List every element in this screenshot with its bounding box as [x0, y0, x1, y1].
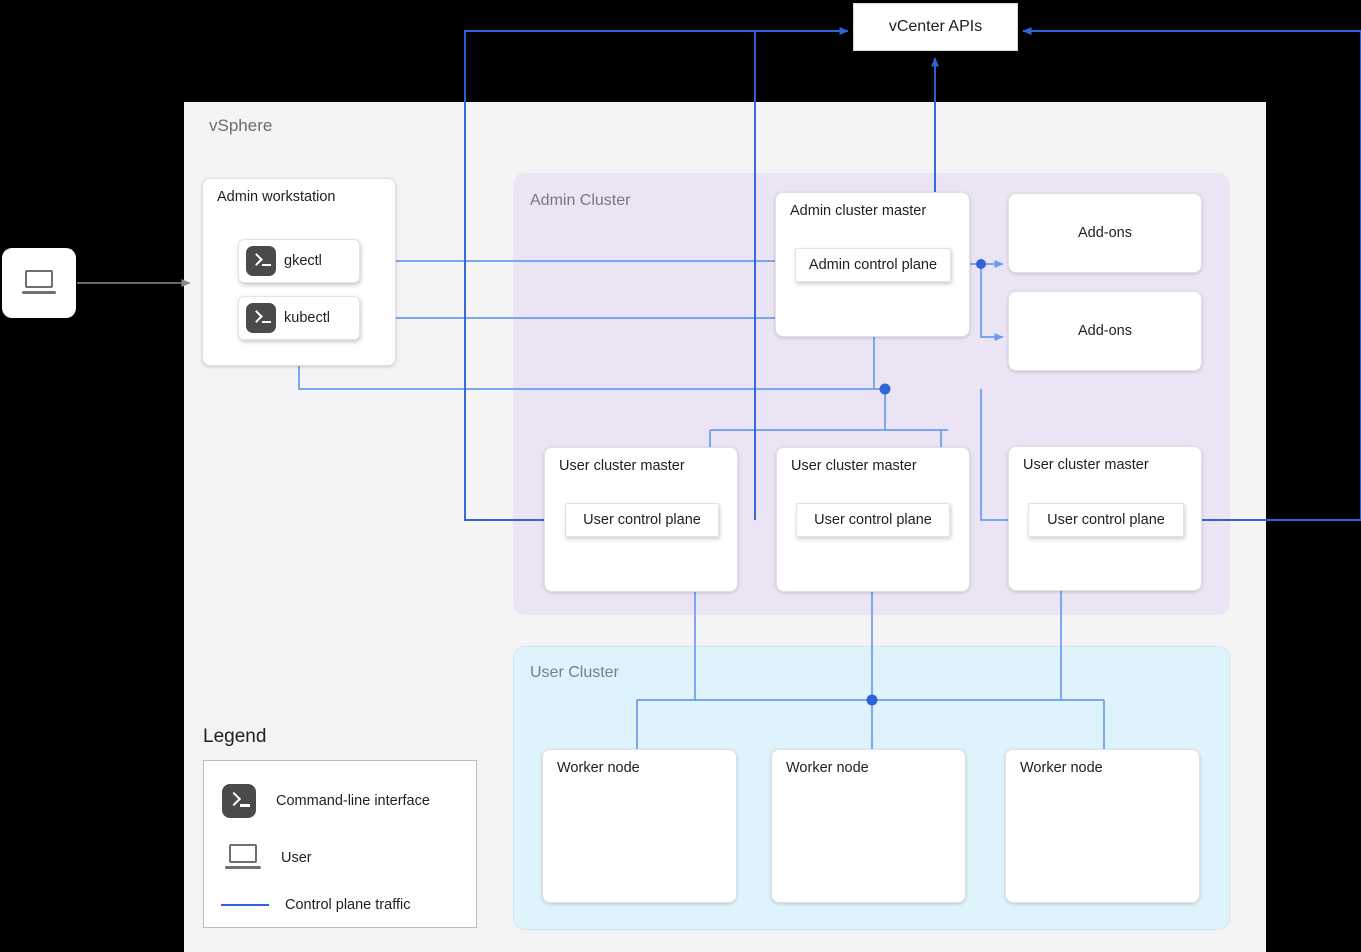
user-control-plane-box-1[interactable]: User control plane [565, 503, 719, 537]
user-icon-box[interactable] [2, 248, 76, 318]
laptop-screen [25, 270, 53, 288]
user-control-plane-label-2: User control plane [814, 512, 932, 528]
user-cluster-master-title-1: User cluster master [559, 458, 685, 474]
cli-kubectl[interactable]: kubectl [238, 296, 360, 340]
legend-label-traffic: Control plane traffic [285, 897, 411, 913]
vcenter-apis-box[interactable]: vCenter APIs [853, 3, 1018, 51]
user-control-plane-box-3[interactable]: User control plane [1028, 503, 1184, 537]
terminal-icon [246, 246, 276, 276]
legend-box: Command-line interface User Control plan… [203, 760, 477, 928]
admin-cluster-master-title: Admin cluster master [790, 203, 927, 219]
user-control-plane-label-3: User control plane [1047, 512, 1165, 528]
laptop-base [22, 291, 56, 294]
addons-box-2[interactable]: Add-ons [1008, 291, 1202, 371]
cli-kubectl-label: kubectl [284, 310, 330, 326]
user-cluster-master-title-3: User cluster master [1023, 457, 1149, 473]
user-control-plane-box-2[interactable]: User control plane [796, 503, 950, 537]
legend-item-user: User [225, 844, 312, 871]
vsphere-label: vSphere [209, 116, 273, 135]
worker-node-title-3: Worker node [1020, 760, 1103, 776]
legend-title: Legend [203, 726, 267, 747]
worker-node-box-3[interactable]: Worker node [1005, 749, 1200, 903]
worker-node-box-1[interactable]: Worker node [542, 749, 737, 903]
addons-box-1[interactable]: Add-ons [1008, 193, 1202, 273]
cli-gkectl[interactable]: gkectl [238, 239, 360, 283]
admin-workstation-title: Admin workstation [217, 189, 336, 205]
terminal-icon [222, 784, 256, 818]
legend-item-traffic: Control plane traffic [221, 897, 410, 913]
admin-control-plane-label: Admin control plane [808, 257, 938, 273]
addons-label-1: Add-ons [1077, 225, 1132, 241]
legend-label-cli: Command-line interface [276, 793, 430, 809]
worker-node-title-2: Worker node [786, 760, 869, 776]
user-cluster-master-title-2: User cluster master [791, 458, 917, 474]
legend-item-cli: Command-line interface [222, 784, 430, 818]
laptop-icon [22, 270, 56, 296]
laptop-icon [225, 844, 261, 871]
laptop-screen [229, 844, 257, 863]
admin-control-plane-box[interactable]: Admin control plane [795, 248, 951, 282]
cli-gkectl-label: gkectl [284, 253, 322, 269]
legend-label-user: User [281, 849, 312, 866]
worker-node-box-2[interactable]: Worker node [771, 749, 966, 903]
admin-cluster-label: Admin Cluster [530, 192, 631, 209]
user-cluster-label: User Cluster [530, 664, 619, 681]
laptop-base [225, 866, 261, 869]
addons-label-2: Add-ons [1077, 323, 1132, 339]
worker-node-title-1: Worker node [557, 760, 640, 776]
vcenter-apis-label: vCenter APIs [888, 18, 983, 35]
line-swatch-icon [221, 904, 269, 906]
terminal-icon [246, 303, 276, 333]
user-control-plane-label-1: User control plane [583, 512, 701, 528]
